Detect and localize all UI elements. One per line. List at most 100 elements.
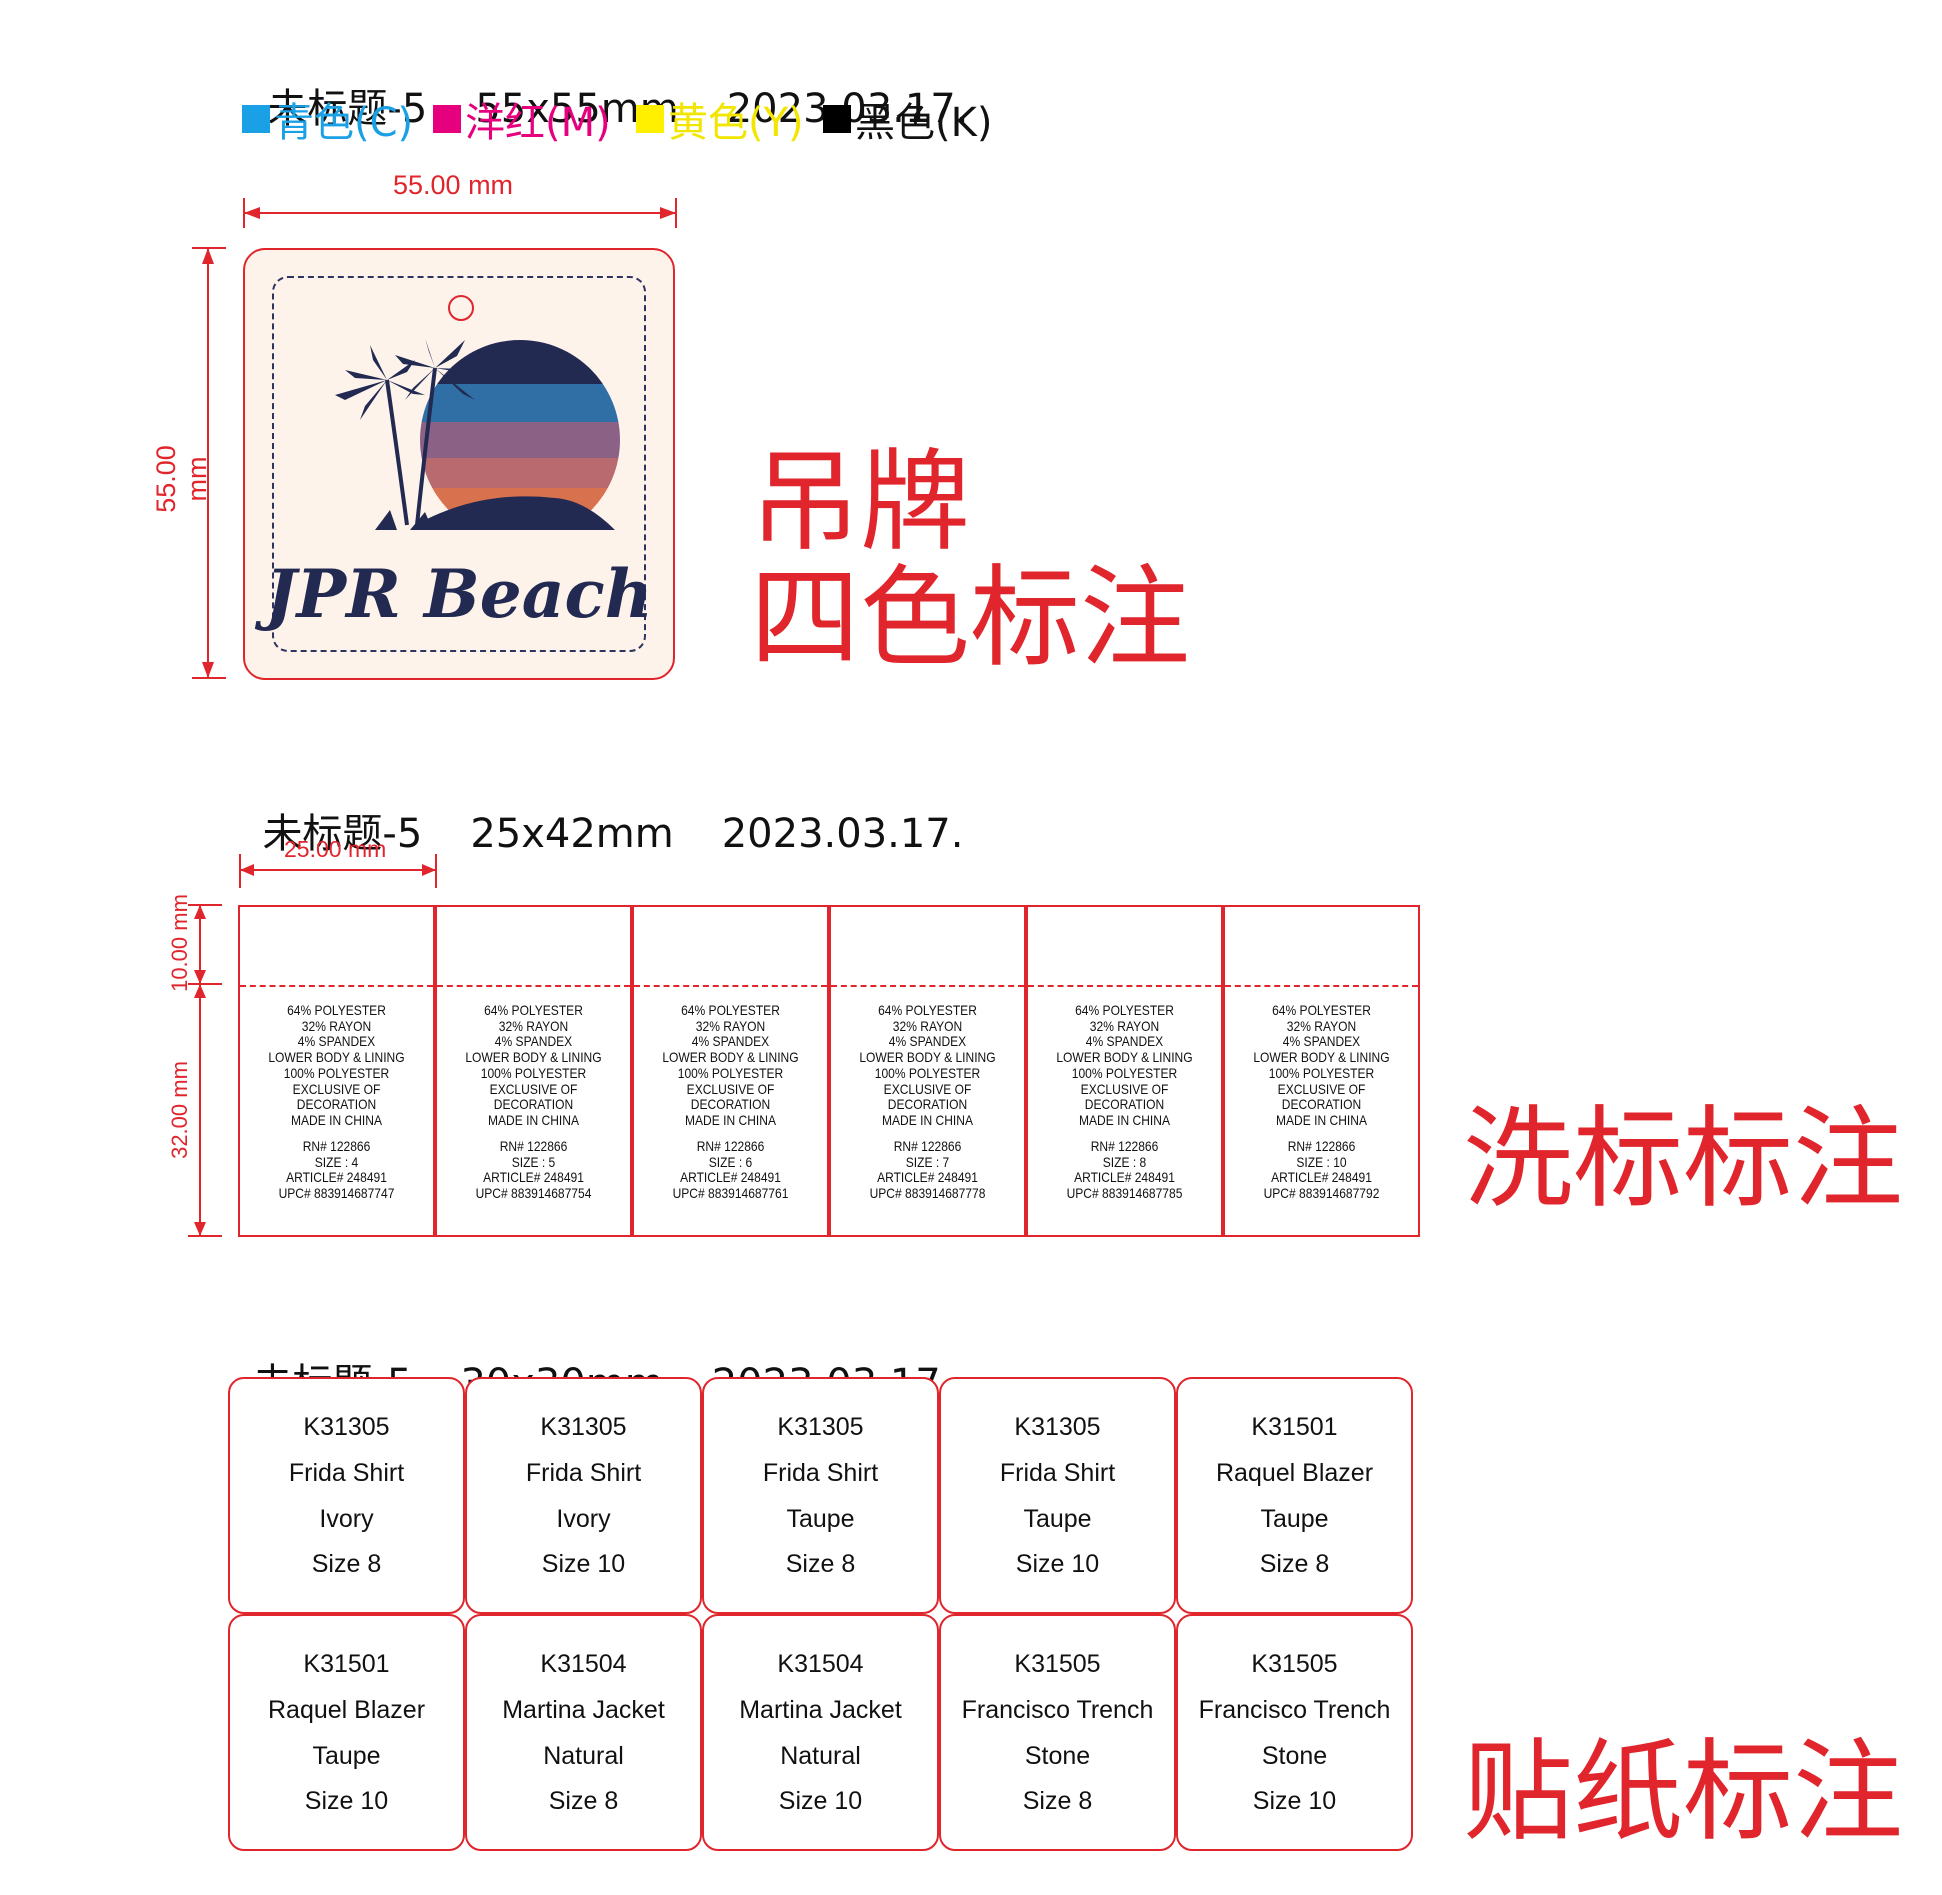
sticker-color: Stone [1024, 1742, 1091, 1770]
article-number: ARTICLE# 248491 [483, 1169, 584, 1186]
legend-label: 洋红(M) [465, 100, 611, 146]
brand-logo-text: JPR Beach [265, 555, 653, 633]
header-date: 2023.03.17. [721, 811, 964, 857]
header-size: 25x42mm [470, 811, 674, 857]
upc-number: UPC# 883914687792 [1263, 1185, 1380, 1202]
fold-line [1028, 985, 1221, 987]
sticker-color: Taupe [312, 1742, 381, 1770]
hangtag-title: 吊牌 四色标注 [750, 444, 1190, 676]
sticker-code: K31501 [303, 1650, 390, 1678]
comp-line: EXCLUSIVE OF DECORATION [686, 1080, 775, 1113]
sticker-product: Frida Shirt [525, 1459, 642, 1487]
hangtag-hole [448, 295, 474, 321]
sticker-size: Size 8 [1022, 1787, 1093, 1815]
sticker-code: K31305 [1014, 1413, 1101, 1441]
upc-number: UPC# 883914687785 [1066, 1185, 1183, 1202]
header-name: 未标题-5 [267, 86, 428, 132]
sticker-color: Taupe [1023, 1505, 1092, 1533]
article-number: ARTICLE# 248491 [286, 1169, 387, 1186]
comp-line: MADE IN CHINA [882, 1111, 973, 1128]
sticker-color: Ivory [556, 1505, 611, 1533]
comp-line: LOWER BODY & LINING [465, 1049, 602, 1066]
comp-line: MADE IN CHINA [685, 1111, 776, 1128]
comp-line: 4% SPANDEX [1085, 1033, 1164, 1050]
legend-black: 黑色(K) [823, 90, 992, 148]
sticker-size: Size 8 [311, 1550, 382, 1578]
rn-number: RN# 122866 [499, 1138, 568, 1154]
comp-line: MADE IN CHINA [1079, 1111, 1170, 1128]
hangtag-safe-area [272, 276, 646, 652]
sticker-code: K31505 [1251, 1650, 1338, 1678]
comp-line: 100% POLYESTER [283, 1064, 390, 1081]
comp-line: 64% POLYESTER [484, 1002, 583, 1018]
hangtag-height-label: 55.00 mm [151, 445, 212, 513]
header-name: 未标题-5 [262, 811, 423, 857]
legend-label: 青色(C) [274, 100, 414, 146]
legend-label: 黄色(Y) [668, 100, 804, 146]
sticker-product: Martina Jacket [739, 1696, 902, 1724]
sticker-product: Frida Shirt [999, 1459, 1116, 1487]
comp-line: 64% POLYESTER [1272, 1002, 1371, 1018]
rn-number: RN# 122866 [696, 1138, 765, 1154]
article-number: ARTICLE# 248491 [877, 1169, 978, 1186]
sticker-size: Size 10 [541, 1550, 626, 1578]
comp-line: EXCLUSIVE OF DECORATION [489, 1080, 578, 1113]
article-number: ARTICLE# 248491 [1271, 1169, 1372, 1186]
wash-height-dimension [188, 904, 222, 1237]
hangtag-height-dimension [192, 247, 226, 679]
upc-number: UPC# 883914687747 [278, 1185, 395, 1202]
legend-magenta: 洋红(M) [433, 90, 611, 148]
comp-line: EXCLUSIVE OF DECORATION [1080, 1080, 1169, 1113]
comp-line: MADE IN CHINA [488, 1111, 579, 1128]
size-text: SIZE : 6 [708, 1153, 753, 1170]
magenta-swatch [433, 105, 461, 133]
sticker-color: Natural [780, 1742, 861, 1770]
sticker-code: K31305 [540, 1413, 627, 1441]
legend-label: 黑色(K) [855, 100, 993, 146]
comp-line: 4% SPANDEX [691, 1033, 770, 1050]
sticker-code: K31305 [777, 1413, 864, 1441]
hangtag-width-dimension [243, 198, 677, 228]
upc-number: UPC# 883914687761 [672, 1185, 789, 1202]
comp-line: 4% SPANDEX [1282, 1033, 1361, 1050]
comp-line: 64% POLYESTER [681, 1002, 780, 1018]
comp-line: 4% SPANDEX [297, 1033, 376, 1050]
comp-line: MADE IN CHINA [1276, 1111, 1367, 1128]
comp-line: 32% RAYON [301, 1017, 372, 1034]
size-text: SIZE : 10 [1296, 1153, 1347, 1170]
comp-line: LOWER BODY & LINING [859, 1049, 996, 1066]
sticker-product: Martina Jacket [502, 1696, 665, 1724]
fold-line [831, 985, 1024, 987]
fold-line [634, 985, 827, 987]
sticker-product: Frida Shirt [762, 1459, 879, 1487]
comp-line: 100% POLYESTER [874, 1064, 981, 1081]
comp-line: 64% POLYESTER [878, 1002, 977, 1018]
rn-number: RN# 122866 [302, 1138, 371, 1154]
comp-line: LOWER BODY & LINING [662, 1049, 799, 1066]
wash-fold-label: 10.00 mm [167, 894, 192, 992]
size-text: SIZE : 4 [314, 1153, 359, 1170]
rn-number: RN# 122866 [1287, 1138, 1356, 1154]
sticker-size: Size 8 [1259, 1550, 1330, 1578]
size-text: SIZE : 8 [1102, 1153, 1147, 1170]
rn-number: RN# 122866 [893, 1138, 962, 1154]
comp-line: 32% RAYON [1089, 1017, 1160, 1034]
legend-cyan: 青色(C) [242, 90, 413, 148]
comp-line: MADE IN CHINA [291, 1111, 382, 1128]
sticker-size: Size 10 [1015, 1550, 1100, 1578]
